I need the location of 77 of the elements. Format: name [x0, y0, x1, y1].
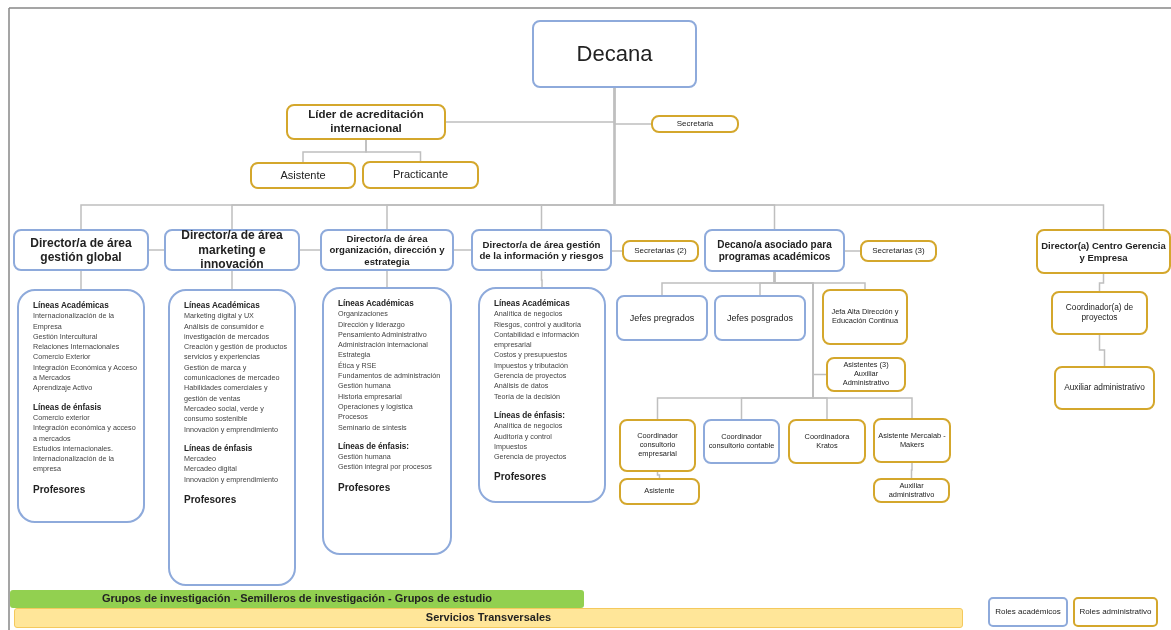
- role-box: [1036, 229, 1171, 274]
- connector-line: [148, 249, 165, 251]
- role-box: [1051, 291, 1148, 335]
- section-heading: Profesores: [494, 472, 547, 483]
- node-label: Secretaria: [675, 119, 715, 129]
- node-label: Auxiliar administrativo: [1063, 383, 1146, 393]
- node-label: Secretarias (3): [871, 246, 926, 256]
- connector-line: [453, 249, 472, 251]
- node-label: Coordinador(a) de proyectos: [1064, 303, 1135, 323]
- node-label: Líder de acreditación internacional: [307, 108, 425, 136]
- role-box: [286, 104, 446, 140]
- role-box: [873, 478, 950, 503]
- role-box: [822, 289, 908, 345]
- node-label: Director/a de área gestión de la información y riesgos: [478, 238, 605, 262]
- role-box: [622, 240, 699, 262]
- section-heading: Profesores: [184, 495, 237, 506]
- legend-swatch: Roles académicos: [988, 597, 1068, 627]
- node-label: Practicante: [392, 168, 449, 182]
- role-box: [788, 419, 866, 464]
- node-label: Director/a de área gestión global: [29, 235, 133, 265]
- services-band: [14, 608, 963, 628]
- node-label: Secretarias (2): [633, 246, 688, 256]
- section-heading: Profesores: [338, 482, 391, 494]
- role-box: [619, 478, 700, 505]
- connector-line: [299, 249, 321, 251]
- section-heading: Profesores: [33, 484, 86, 496]
- node-label: Jefes pregrados: [628, 312, 696, 324]
- connector-line: [1098, 273, 1105, 292]
- role-box: [250, 162, 356, 189]
- node-label: Director(a) Centro Gerencia y Empresa: [1040, 240, 1167, 263]
- node-label: Grupos de investigación - Semilleros de investigación - Grupos de estudio: [101, 592, 493, 606]
- program-card: [322, 287, 452, 555]
- section-heading: Líneas de énfasis:: [494, 410, 565, 422]
- program-card: [168, 289, 296, 586]
- node-label: Director/a de área organización, dirección y estrategia: [328, 232, 446, 268]
- node-label: Jefes posgrados: [725, 312, 794, 324]
- role-box: [860, 240, 937, 262]
- node-label: Servicios Transversales: [424, 611, 553, 625]
- section-heading: Líneas Académicas: [338, 299, 414, 310]
- node-label: Decano/a asociado para programas académicos: [716, 238, 833, 263]
- connector-line: [80, 270, 82, 290]
- connector-line: [910, 462, 913, 479]
- section-heading: Líneas de énfasis: [184, 443, 253, 455]
- role-box: [13, 229, 149, 271]
- program-card: [478, 287, 606, 503]
- section-heading: Líneas de énfasis:: [338, 441, 409, 453]
- role-box: [704, 229, 845, 272]
- role-box: [873, 418, 951, 463]
- connector-line: [386, 270, 388, 288]
- connector-line: [1098, 334, 1106, 367]
- role-box: [651, 115, 739, 133]
- role-box: [471, 229, 612, 271]
- section-heading: Líneas Académicas: [494, 299, 570, 310]
- role-box: [714, 295, 806, 341]
- node-label: Director/a de área marketing e innovación: [180, 228, 284, 272]
- role-box: [320, 229, 454, 271]
- connector-line: [540, 270, 543, 288]
- role-box: [1054, 366, 1155, 410]
- node-label: Decana: [575, 40, 654, 68]
- section-heading: Líneas de énfasis: [33, 402, 102, 413]
- connector-line: [231, 270, 233, 290]
- section-heading: Líneas Académicas: [33, 301, 109, 312]
- node-label: Asistente: [279, 168, 327, 183]
- legend-swatch: Roles administrativo: [1073, 597, 1158, 627]
- research-band: [10, 590, 584, 608]
- connector-line: [844, 250, 861, 252]
- role-box: [703, 419, 780, 464]
- program-card: [17, 289, 145, 523]
- section-heading: Líneas Académicas: [184, 301, 260, 312]
- role-box: [362, 161, 479, 189]
- role-box: [616, 295, 708, 341]
- connector-line: [611, 250, 623, 252]
- role-box: [826, 357, 906, 392]
- connector-line: [365, 139, 422, 162]
- role-box: [164, 229, 300, 271]
- role-box: [619, 419, 696, 472]
- role-box: [532, 20, 697, 88]
